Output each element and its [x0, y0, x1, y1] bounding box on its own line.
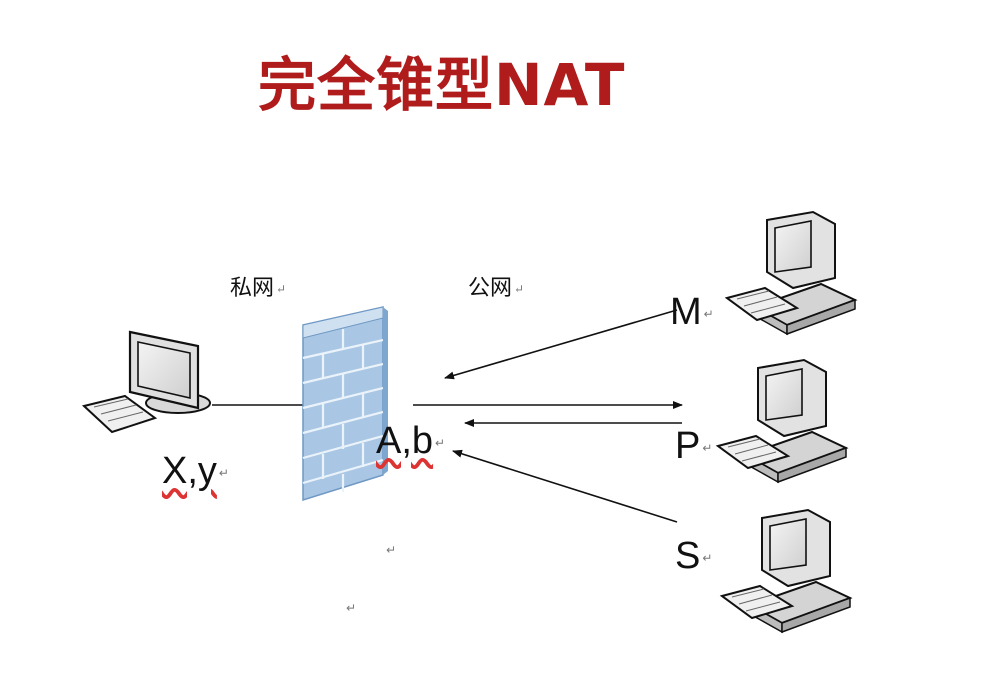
client-address-label: X,y↵ — [162, 450, 229, 493]
firewall-icon — [303, 307, 388, 500]
arrow-m-to-nat — [445, 310, 677, 378]
nat-address-label: A,b↵ — [376, 420, 445, 463]
host-p-computer-icon — [718, 360, 846, 482]
paragraph-mark: ↵ — [346, 601, 356, 615]
host-m-computer-icon — [727, 212, 855, 334]
host-m-label: M↵ — [670, 291, 714, 334]
host-s-label: S↵ — [675, 535, 712, 578]
public-network-label: 公网↵ — [468, 270, 524, 302]
host-p-label: P↵ — [675, 425, 712, 468]
host-s-computer-icon — [722, 510, 850, 632]
client-computer-icon — [84, 332, 210, 432]
paragraph-mark: ↵ — [386, 543, 396, 557]
private-network-label: 私网↵ — [230, 270, 286, 302]
arrow-s-to-nat — [453, 451, 677, 522]
